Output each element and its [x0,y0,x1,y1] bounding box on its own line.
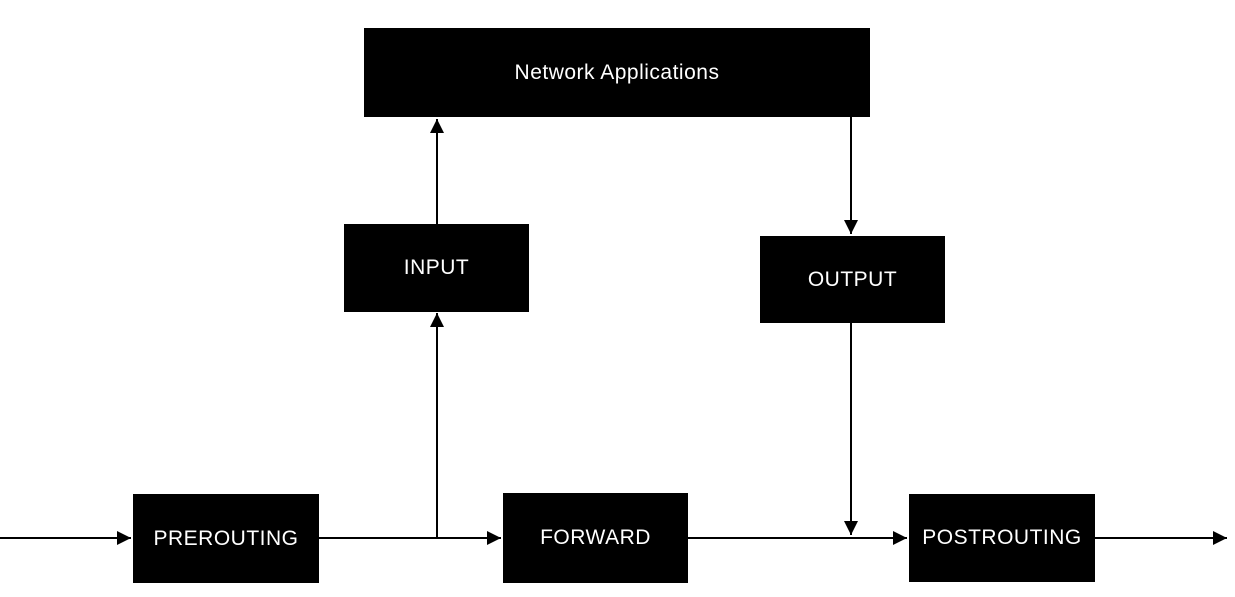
node-prerouting: PREROUTING [133,494,319,583]
node-prerouting-label: PREROUTING [153,526,299,550]
node-input-label: INPUT [403,256,470,279]
node-output: OUTPUT [760,236,945,323]
node-output-label: OUTPUT [807,267,898,291]
node-forward-label: FORWARD [540,526,651,549]
node-forward: FORWARD [503,493,688,583]
node-postrouting: POSTROUTING [909,494,1095,582]
node-input: INPUT [344,224,529,312]
node-network-applications: Network Applications [364,28,870,117]
node-network-applications-label: Network Applications [514,60,720,84]
node-postrouting-label: POSTROUTING [922,526,1082,549]
